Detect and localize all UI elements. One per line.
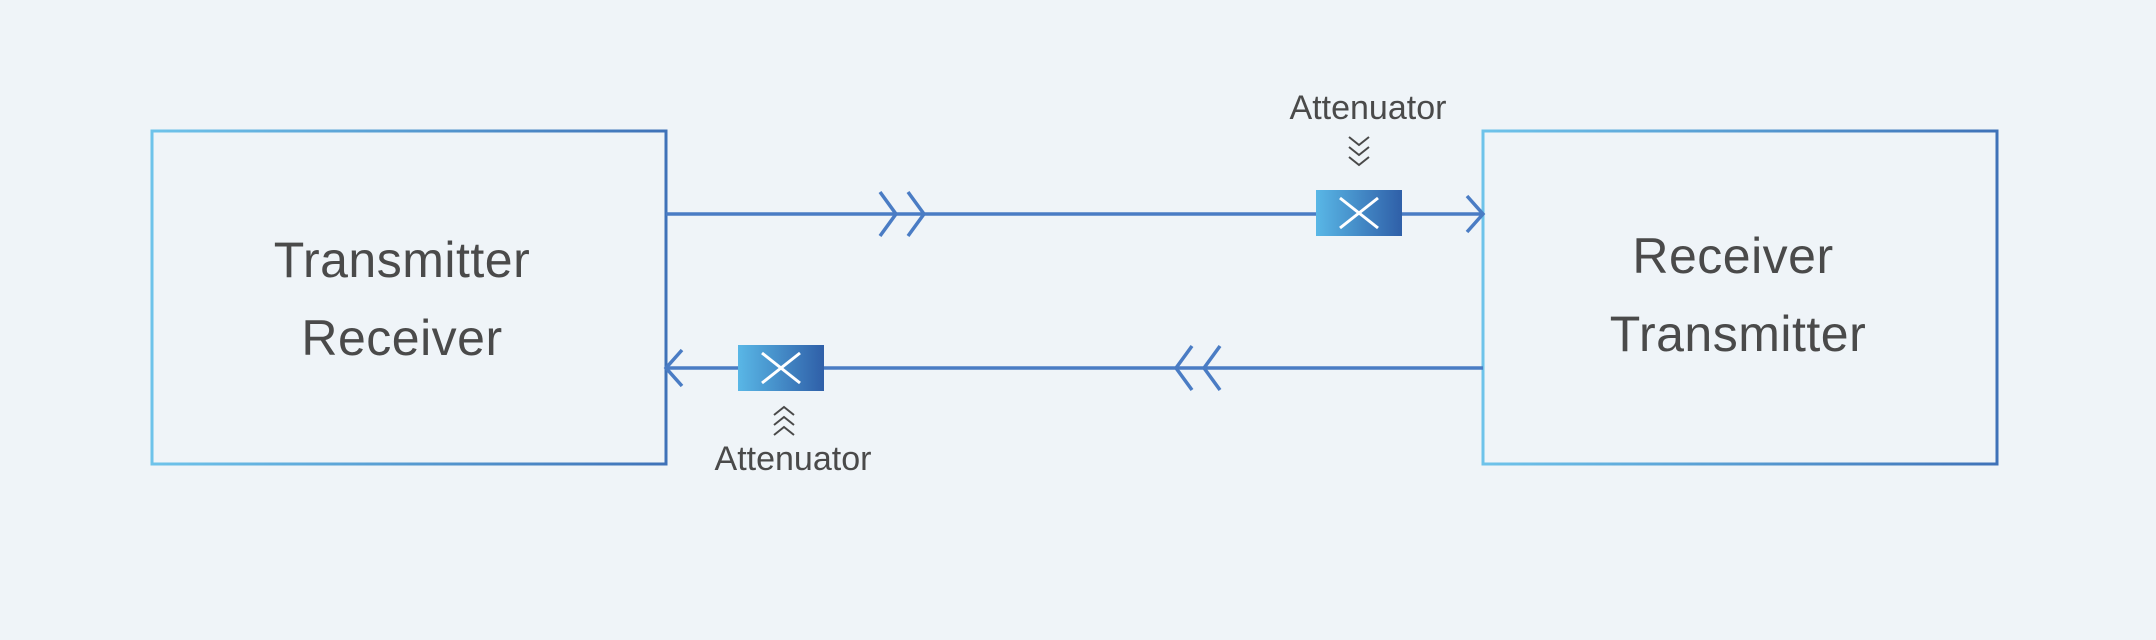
attenuator-top-label: Attenuator xyxy=(1290,89,1447,127)
chevron-down-icon xyxy=(1348,136,1370,167)
direction-chevron-left xyxy=(1173,344,1194,392)
left-device-box: Transmitter Receiver xyxy=(150,129,668,466)
left-device-line1: Transmitter xyxy=(274,232,530,288)
left-device-line2: Receiver xyxy=(301,310,502,366)
attenuator-icon xyxy=(1316,190,1402,236)
attenuator-bottom: Attenuator xyxy=(715,345,872,478)
right-device-line1: Receiver xyxy=(1632,228,1833,284)
direction-chevron-right xyxy=(906,190,927,238)
right-device-box: Receiver Transmitter xyxy=(1481,129,1999,466)
attenuator-bottom-label: Attenuator xyxy=(715,440,872,478)
direction-chevron-left xyxy=(1201,344,1222,392)
arrowhead-left xyxy=(663,348,684,388)
direction-chevron-right xyxy=(878,190,899,238)
right-device-line2: Transmitter xyxy=(1610,306,1866,362)
attenuator-top: Attenuator xyxy=(1290,89,1447,236)
chevron-up-icon xyxy=(773,405,795,436)
attenuator-icon xyxy=(738,345,824,391)
arrowhead-right xyxy=(1465,194,1486,234)
